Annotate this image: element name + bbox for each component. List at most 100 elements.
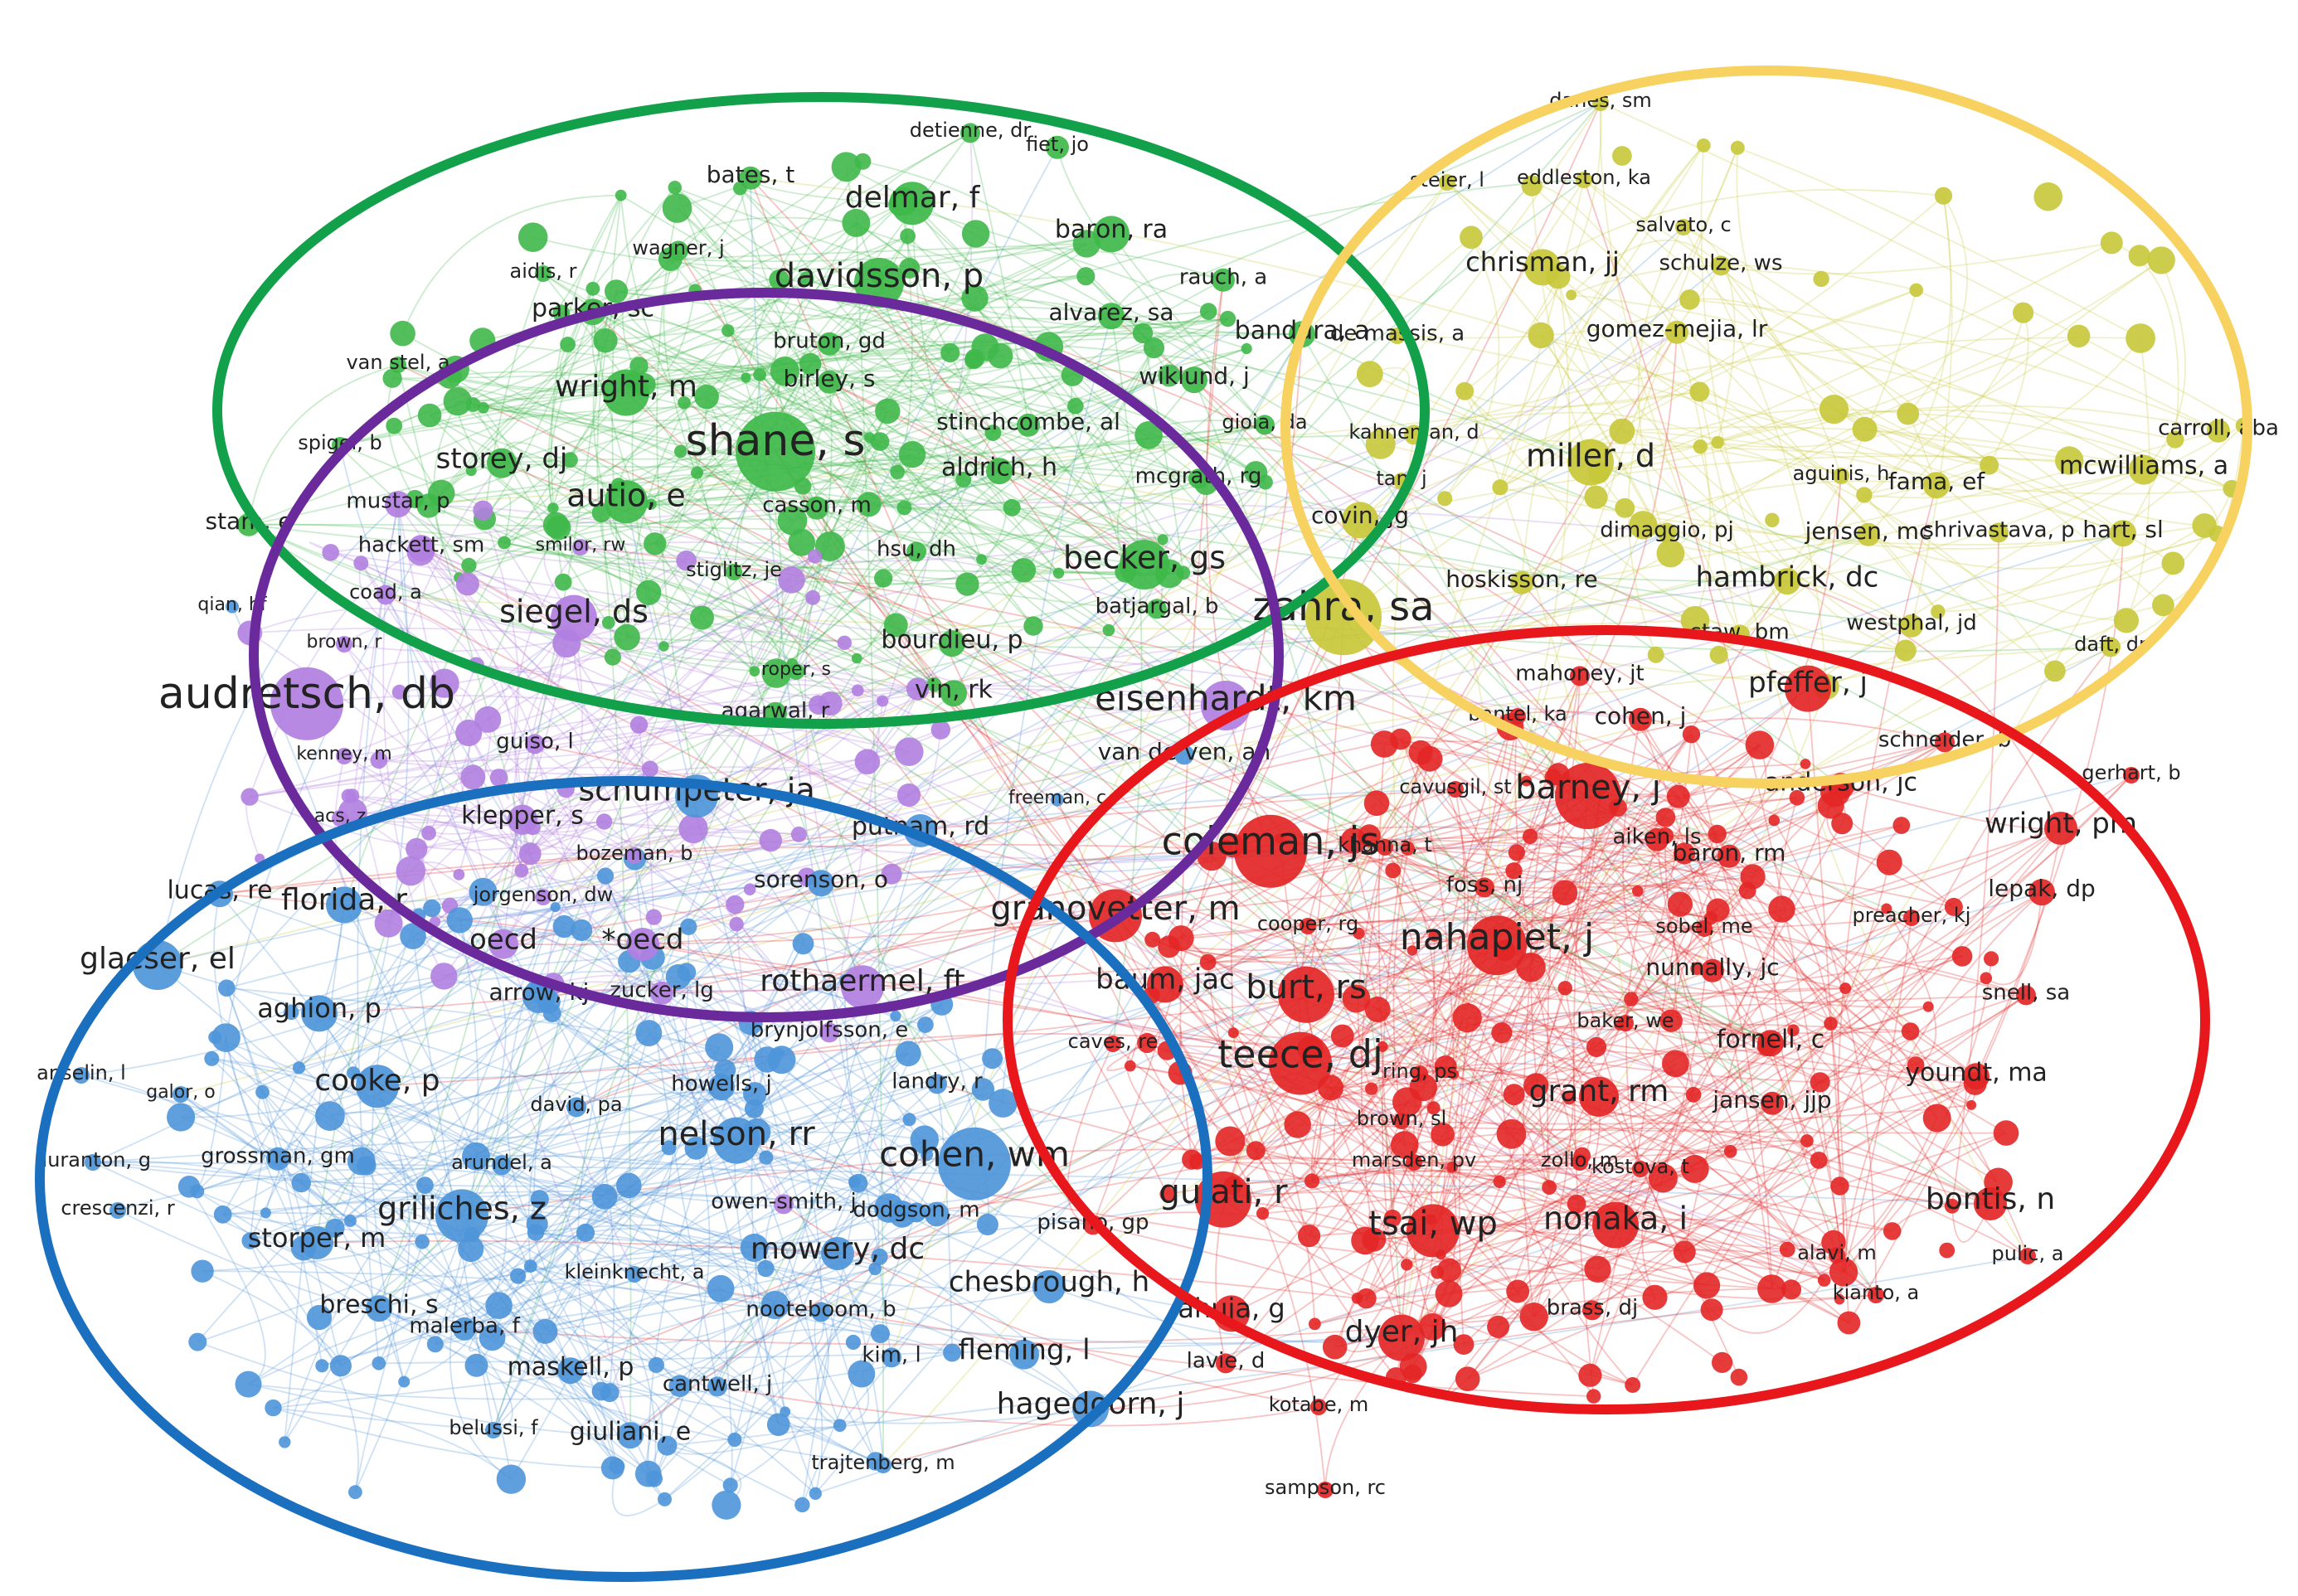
author-node[interactable] — [1696, 920, 1713, 937]
author-node[interactable] — [739, 166, 762, 190]
author-node[interactable] — [1046, 135, 1069, 159]
author-node[interactable] — [1269, 1031, 1332, 1095]
author-node[interactable] — [1632, 1161, 1649, 1177]
author-node[interactable] — [819, 1022, 839, 1043]
author-node[interactable] — [1868, 1287, 1884, 1303]
author-node[interactable] — [551, 594, 597, 642]
author-node[interactable] — [1147, 599, 1167, 619]
author-node[interactable] — [986, 458, 1013, 485]
author-node[interactable] — [940, 680, 967, 707]
author-node[interactable] — [390, 357, 406, 373]
author-node[interactable] — [1576, 172, 1592, 188]
author-node[interactable] — [1675, 219, 1692, 235]
author-node[interactable] — [2110, 520, 2136, 547]
author-node[interactable] — [1629, 707, 1652, 731]
author-node[interactable] — [1592, 1201, 1639, 1249]
author-node[interactable] — [1963, 1063, 1989, 1090]
author-node[interactable] — [73, 1067, 90, 1084]
author-node[interactable] — [875, 1457, 892, 1473]
author-node[interactable] — [488, 929, 518, 959]
author-node[interactable] — [1617, 1015, 1634, 1031]
author-node[interactable] — [1592, 95, 1609, 111]
author-node[interactable] — [300, 1226, 333, 1259]
author-node[interactable] — [1570, 666, 1590, 686]
author-node[interactable] — [818, 332, 841, 356]
author-node[interactable] — [1378, 1314, 1425, 1361]
author-node[interactable] — [535, 265, 551, 282]
author-node[interactable] — [2129, 454, 2159, 485]
author-node[interactable] — [821, 1237, 854, 1270]
author-node[interactable] — [485, 1422, 502, 1438]
author-node[interactable] — [1524, 249, 1561, 286]
author-node[interactable] — [2028, 879, 2055, 906]
author-node[interactable] — [1857, 522, 1880, 546]
author-node[interactable] — [1900, 614, 1923, 638]
author-node[interactable] — [1903, 910, 1920, 926]
author-node[interactable] — [1300, 918, 1316, 934]
author-node[interactable] — [1278, 966, 1334, 1023]
author-node[interactable] — [1255, 415, 1275, 435]
author-node[interactable] — [650, 981, 673, 1005]
author-node[interactable] — [453, 1317, 476, 1341]
author-node[interactable] — [626, 928, 659, 961]
author-node[interactable] — [566, 1097, 586, 1118]
author-node[interactable] — [1974, 1187, 2007, 1220]
author-node[interactable] — [1310, 1399, 1327, 1415]
author-node[interactable] — [1447, 781, 1464, 798]
author-node[interactable] — [808, 870, 834, 897]
author-node[interactable] — [1181, 366, 1207, 394]
author-node[interactable] — [1555, 763, 1621, 829]
author-node[interactable] — [626, 1266, 643, 1283]
author-node[interactable] — [1317, 1482, 1334, 1498]
author-node[interactable] — [906, 541, 926, 562]
author-node[interactable] — [707, 1376, 727, 1397]
author-node[interactable] — [226, 599, 239, 614]
author-node[interactable] — [1098, 303, 1125, 330]
author-node[interactable] — [557, 1357, 584, 1385]
author-node[interactable] — [736, 411, 815, 492]
author-node[interactable] — [939, 630, 965, 657]
author-node[interactable] — [1467, 915, 1527, 976]
author-node[interactable] — [522, 980, 556, 1013]
author-node[interactable] — [1761, 1091, 1784, 1115]
author-node[interactable] — [385, 491, 411, 518]
author-node[interactable] — [1711, 255, 1731, 276]
author-node[interactable] — [2101, 637, 2121, 657]
author-node[interactable] — [1572, 1154, 1588, 1171]
author-node[interactable] — [1475, 877, 1494, 898]
author-node[interactable] — [1072, 1390, 1109, 1428]
author-node[interactable] — [336, 636, 352, 652]
author-node[interactable] — [960, 123, 980, 143]
author-node[interactable] — [605, 480, 648, 524]
author-node[interactable] — [270, 667, 343, 740]
author-node[interactable] — [2019, 1248, 2036, 1264]
author-node[interactable] — [525, 734, 545, 754]
author-node[interactable] — [1406, 1154, 1422, 1171]
author-node[interactable] — [2123, 767, 2140, 783]
author-node[interactable] — [774, 1194, 794, 1215]
author-node[interactable] — [811, 1302, 831, 1322]
author-node[interactable] — [332, 810, 348, 827]
author-node[interactable] — [2016, 985, 2036, 1006]
author-node[interactable] — [906, 1202, 926, 1223]
author-node[interactable] — [1923, 472, 1950, 499]
author-node[interactable] — [1406, 1204, 1460, 1258]
author-node[interactable] — [708, 1074, 735, 1101]
author-node[interactable] — [603, 369, 649, 416]
author-node[interactable] — [1509, 708, 1526, 725]
author-node[interactable] — [408, 535, 435, 562]
author-node[interactable] — [1234, 814, 1307, 888]
author-node[interactable] — [1017, 413, 1040, 437]
author-node[interactable] — [938, 1127, 1011, 1201]
author-node[interactable] — [301, 995, 338, 1032]
author-node[interactable] — [1188, 468, 1208, 489]
author-node[interactable] — [487, 448, 517, 478]
author-node[interactable] — [626, 847, 643, 864]
author-node[interactable] — [492, 1155, 512, 1176]
author-node[interactable] — [1032, 1270, 1066, 1303]
author-node[interactable] — [1582, 1300, 1602, 1321]
author-node[interactable] — [435, 1189, 488, 1243]
author-node[interactable] — [1305, 579, 1382, 656]
author-node[interactable] — [805, 496, 828, 520]
author-node[interactable] — [1829, 1247, 1845, 1264]
